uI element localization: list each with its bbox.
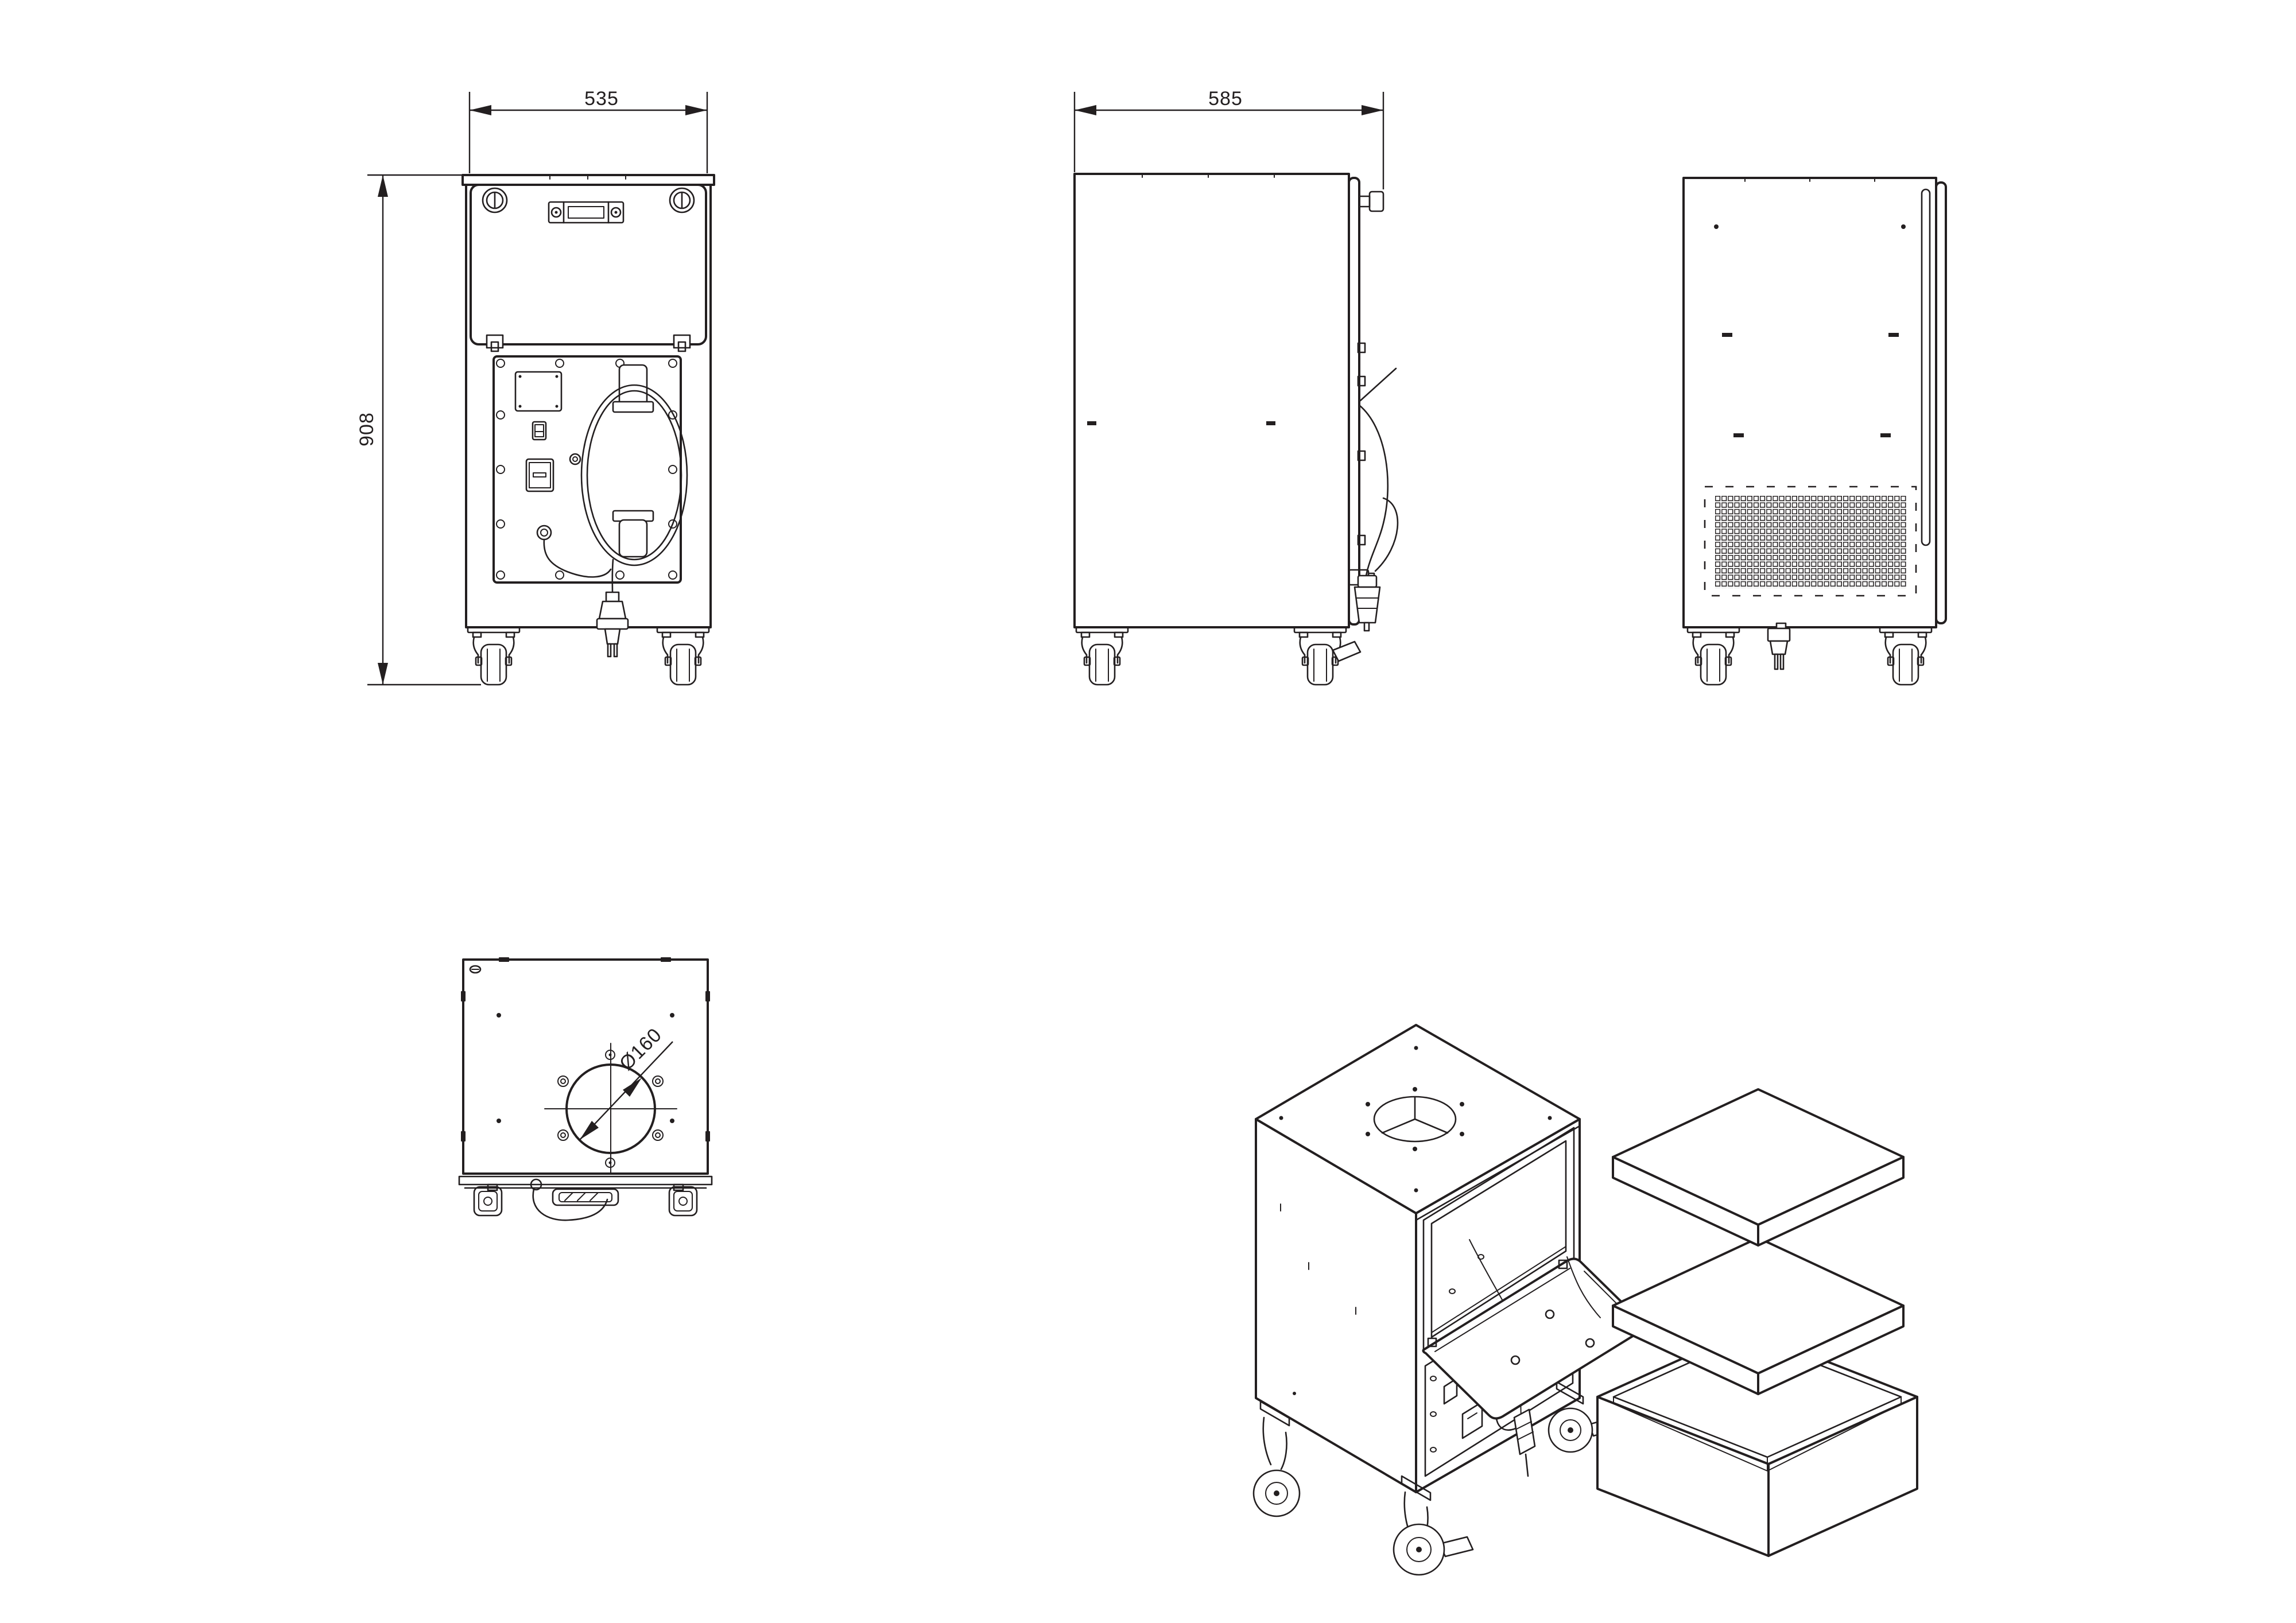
indicator-light	[569, 453, 581, 465]
rear-hinge-rail	[1921, 188, 1931, 546]
top-panel	[462, 958, 709, 1175]
top-edge-notches	[461, 957, 710, 1141]
dim-front-width-label: 535	[584, 88, 619, 110]
door-bottom-tabs	[486, 334, 691, 352]
iso-top-hole	[1366, 1087, 1464, 1151]
side-view: 585	[1073, 88, 1399, 686]
side-handle-bracket	[1358, 191, 1384, 212]
top-filter-panel	[1612, 1088, 1905, 1247]
side-dimension-depth: 585	[1073, 88, 1384, 189]
iso-switch	[1443, 1377, 1458, 1405]
side-cabinet-body	[1073, 173, 1350, 628]
iso-cabinet	[1252, 1024, 1645, 1576]
front-view: 535 908	[356, 88, 715, 686]
ventilation-grille	[1704, 486, 1917, 597]
top-caster-left	[473, 1186, 503, 1217]
side-power-cord	[1353, 367, 1399, 632]
door-latch-right	[669, 187, 695, 213]
dim-height-label: 908	[356, 412, 378, 446]
door-handle	[548, 201, 625, 224]
door-latch-left	[482, 187, 508, 213]
main-filter-box	[1596, 1329, 1918, 1557]
rear-power-inlet	[1767, 622, 1791, 670]
cable-gland	[536, 525, 552, 541]
suction-hole	[544, 1043, 677, 1175]
front-dimension-height: 908	[356, 174, 481, 686]
power-switch	[532, 421, 547, 441]
iso-socket	[1461, 1401, 1483, 1439]
side-caster-left	[1075, 626, 1129, 686]
rear-door-edge	[1935, 181, 1947, 624]
side-hinge-tabs	[1357, 342, 1366, 546]
front-dimension-width: 535	[468, 88, 708, 173]
front-caster-right	[656, 626, 710, 686]
side-door-edge	[1348, 177, 1360, 626]
rear-caster-right	[1879, 626, 1933, 686]
rear-caster-left	[1686, 626, 1740, 686]
front-door	[470, 184, 707, 352]
side-caster-brake	[1332, 640, 1362, 662]
iso-caster-left	[1252, 1400, 1301, 1517]
iso-filter-stack	[1596, 1088, 1918, 1557]
top-handle	[552, 1188, 619, 1206]
power-plug-front	[596, 591, 629, 658]
panel-screws	[496, 359, 677, 580]
power-socket	[525, 458, 554, 492]
top-dimension-diameter: Ø160	[579, 1024, 673, 1140]
isometric-exploded-view	[1252, 1024, 1918, 1576]
iso-caster-front	[1393, 1475, 1474, 1576]
top-front-edge	[458, 1175, 713, 1221]
top-view: Ø160	[458, 957, 713, 1221]
dim-diameter-label: Ø160	[615, 1024, 666, 1075]
iso-plug	[1513, 1408, 1536, 1477]
dim-depth-label: 585	[1208, 88, 1243, 110]
rear-view	[1682, 177, 1947, 686]
middle-filter-panel	[1612, 1237, 1905, 1395]
coiled-power-cord	[543, 384, 688, 593]
front-lower-panel	[492, 355, 688, 593]
top-caster-right	[668, 1186, 698, 1217]
rating-plate	[514, 371, 563, 412]
top-corner-screw	[469, 965, 482, 974]
front-caster-left	[467, 626, 521, 686]
